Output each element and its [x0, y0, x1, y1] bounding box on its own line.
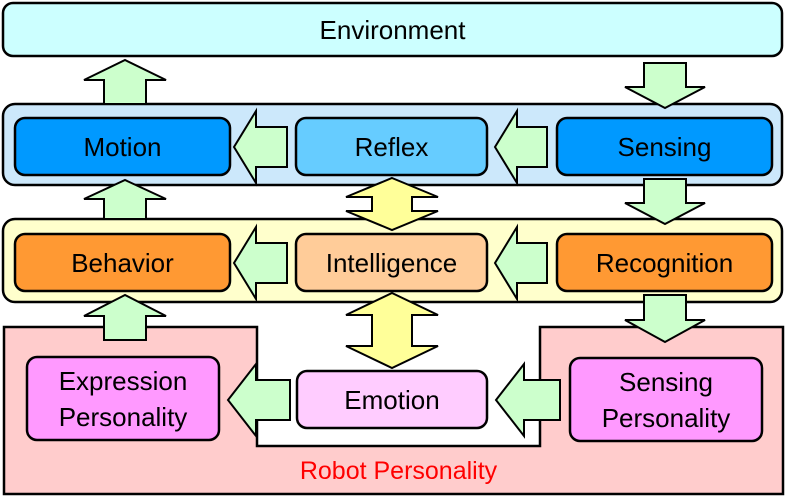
- arrow-sensing-to-reflex: [493, 107, 548, 187]
- recognition-label: Recognition: [595, 247, 734, 278]
- motion-box: [13, 116, 232, 177]
- arrow-intelligence-to-behavior: [232, 223, 288, 303]
- intelligence-box: [294, 232, 489, 293]
- sensing-personality-box: [568, 356, 764, 443]
- recognition-box: [555, 232, 774, 293]
- sensing-box: [555, 116, 774, 177]
- arrow-reflex-to-motion: [232, 107, 288, 187]
- emotion-box: [295, 369, 489, 430]
- arrow-behavior-to-motion: [83, 178, 167, 220]
- arrow-recognition-to-intelligence: [493, 223, 548, 303]
- environment-label: Environment: [319, 14, 466, 45]
- arrow-sensing-to-recognition: [624, 178, 706, 226]
- arrow-emotion-to-expression: [226, 361, 291, 439]
- intelligence-label: Intelligence: [325, 247, 458, 278]
- expression-personality-box: [25, 355, 221, 442]
- arrow-expression-to-behavior: [83, 293, 167, 341]
- behavior-box: [13, 232, 232, 293]
- reflex-label: Reflex: [354, 131, 429, 162]
- arrow-reflex-intelligence-bidirectional: [345, 176, 439, 232]
- sensing-personality-label: Sensing Personality: [601, 366, 731, 433]
- reflex-box: [294, 116, 489, 177]
- arrow-environment-to-sensing: [624, 62, 706, 110]
- arrow-sensing-personality-to-emotion: [494, 361, 561, 439]
- expression-personality-label: Expression Personality: [58, 365, 188, 432]
- arrow-recognition-to-sensing-personality: [624, 294, 706, 344]
- behavior-label: Behavior: [71, 247, 174, 278]
- sensing-label: Sensing: [617, 131, 712, 162]
- arrow-motion-to-environment: [83, 58, 167, 105]
- emotion-label: Emotion: [344, 384, 440, 415]
- environment-box: [1, 1, 784, 58]
- arrow-intelligence-emotion-bidirectional: [345, 291, 439, 370]
- robot-personality-label: Robot Personality: [299, 457, 498, 485]
- motion-label: Motion: [83, 131, 162, 162]
